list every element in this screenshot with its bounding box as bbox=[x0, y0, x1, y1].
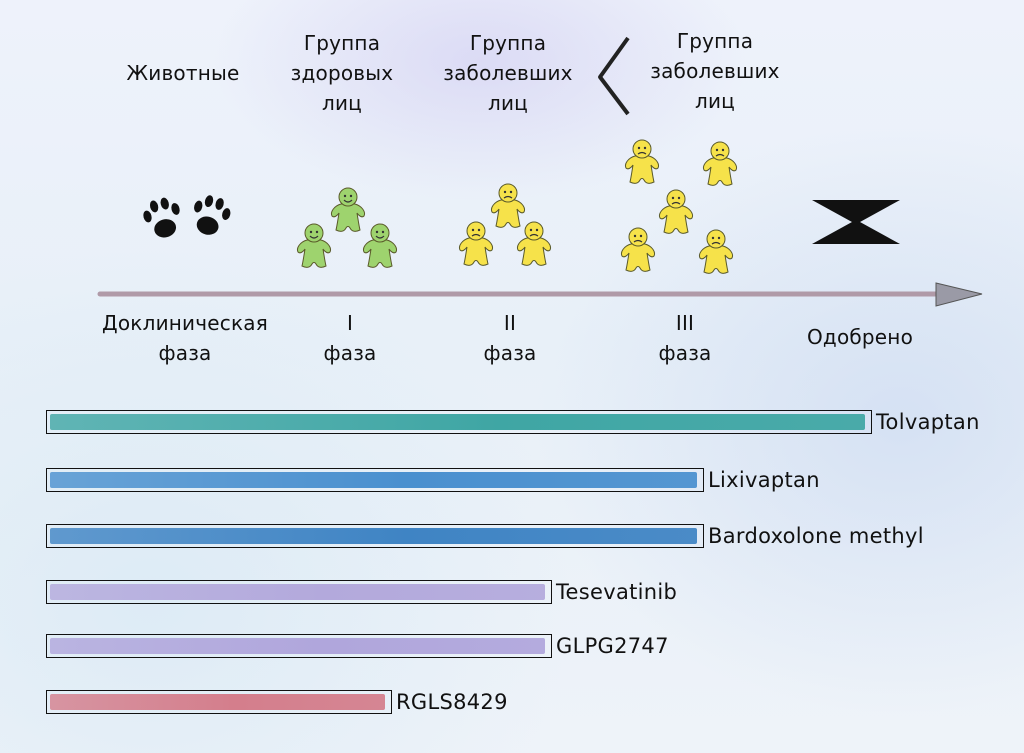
sick-person-icon bbox=[659, 189, 693, 234]
drug-label: RGLS8429 bbox=[396, 690, 508, 714]
healthy-person-icon bbox=[297, 223, 331, 268]
drug-bar bbox=[46, 580, 552, 604]
paw-print-icon bbox=[143, 195, 231, 238]
axis-arrowhead-icon bbox=[935, 282, 983, 307]
group-title-animals: Животные bbox=[126, 61, 240, 85]
drug-bar-fill bbox=[50, 414, 865, 430]
phase-label-1: I фаза bbox=[323, 311, 377, 365]
sick-person-icon bbox=[517, 221, 551, 266]
phase-label-2: II фаза bbox=[483, 311, 537, 365]
drug-label: GLPG2747 bbox=[556, 634, 669, 658]
drug-bar bbox=[46, 524, 704, 548]
healthy-person-icon bbox=[363, 223, 397, 268]
drug-label: Tesevatinib bbox=[556, 580, 678, 604]
drug-bar-fill bbox=[50, 584, 545, 600]
sick-person-icon bbox=[703, 141, 737, 186]
hourglass-icon bbox=[812, 200, 900, 244]
phase-label-3: III фаза bbox=[658, 311, 712, 365]
phase-label-approved: Одобрено bbox=[806, 325, 914, 349]
group-title-sick-phase2: Группа заболевших лиц bbox=[443, 31, 573, 115]
sick-person-icon bbox=[491, 183, 525, 228]
sick-person-icon bbox=[459, 221, 493, 266]
drug-bar-fill bbox=[50, 638, 545, 654]
drug-bar-fill bbox=[50, 472, 697, 488]
drug-label: Bardoxolone methyl bbox=[708, 524, 924, 548]
group-title-sick-phase3: Группа заболевших лиц bbox=[650, 29, 780, 113]
drug-label: Tolvaptan bbox=[876, 410, 980, 434]
less-than-bracket-icon bbox=[598, 36, 630, 116]
phase-label-preclinical: Доклиническая фаза bbox=[102, 311, 268, 365]
sick-person-icon bbox=[625, 139, 659, 184]
sick-person-icon bbox=[621, 227, 655, 272]
drug-bar bbox=[46, 634, 552, 658]
group-title-healthy: Группа здоровых лиц bbox=[290, 31, 394, 115]
drug-bar bbox=[46, 690, 392, 714]
healthy-person-icon bbox=[331, 187, 365, 232]
drug-bar bbox=[46, 468, 704, 492]
drug-bar-fill bbox=[50, 694, 385, 710]
drug-bar bbox=[46, 410, 872, 434]
drug-label: Lixivaptan bbox=[708, 468, 820, 492]
sick-person-icon bbox=[699, 229, 733, 274]
drug-bar-fill bbox=[50, 528, 697, 544]
